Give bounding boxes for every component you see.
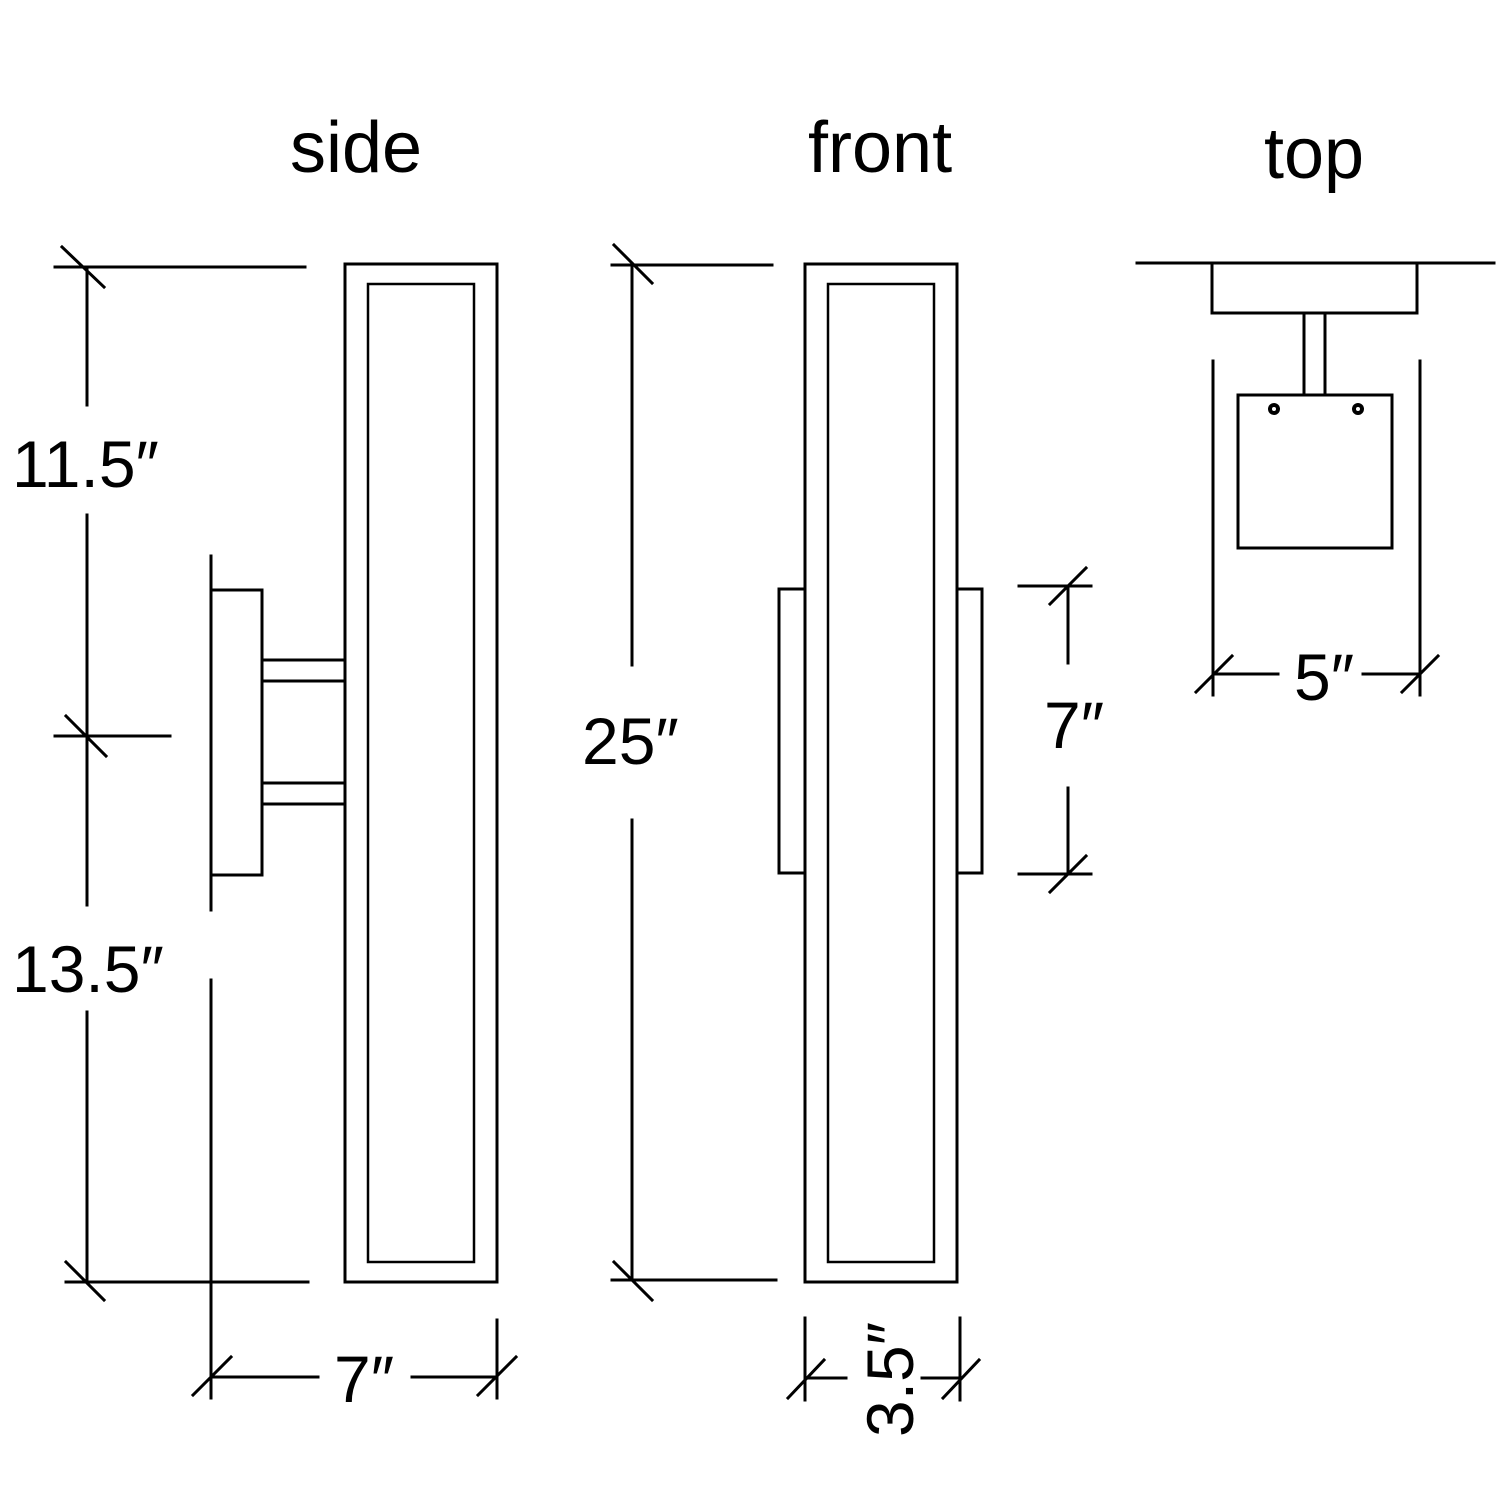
front-height-label: 25″ (582, 704, 679, 778)
top-backplate (1210, 261, 1419, 315)
tick (611, 242, 655, 286)
tick (1399, 653, 1441, 695)
side-depth-label: 7″ (334, 1342, 394, 1416)
top-fixture-body (1236, 393, 1394, 550)
side-lower-height-label: 13.5″ (12, 932, 164, 1006)
screw-hole (1272, 407, 1276, 411)
tick (59, 244, 107, 290)
tick (785, 1357, 827, 1401)
front-backplate-height-label: 7″ (1044, 688, 1104, 762)
front-backplate-right (955, 587, 984, 875)
tick (63, 713, 109, 759)
tick (1193, 653, 1235, 695)
tick (1047, 565, 1089, 607)
side-view: side 11.5″ 13.5″ 7″ (12, 108, 519, 1416)
top-view-title: top (1264, 114, 1364, 194)
side-view-title: side (290, 108, 422, 188)
front-view-title: front (808, 108, 952, 188)
tick (475, 1354, 519, 1398)
tick (940, 1357, 982, 1401)
top-arm (1302, 311, 1327, 397)
screw-hole (1356, 407, 1360, 411)
top-view: top 5″ (1135, 114, 1496, 714)
front-backplate-left (777, 587, 807, 875)
top-width-label: 5″ (1294, 640, 1354, 714)
tick (611, 1259, 655, 1303)
side-fixture-outer (343, 262, 499, 1284)
side-upper-height-label: 11.5″ (12, 427, 159, 501)
side-lower-arm (260, 781, 347, 806)
tick (63, 1259, 107, 1303)
tick (1047, 853, 1089, 895)
front-width-label: 3.5″ (853, 1322, 927, 1437)
tick (190, 1354, 234, 1398)
front-view: front 25″ 7″ 3.5″ (582, 108, 1104, 1437)
front-fixture-inner (826, 282, 936, 1264)
side-upper-arm (260, 658, 347, 683)
front-fixture-outer (803, 262, 959, 1284)
side-backplate (209, 588, 264, 877)
side-fixture-inner (366, 282, 476, 1264)
